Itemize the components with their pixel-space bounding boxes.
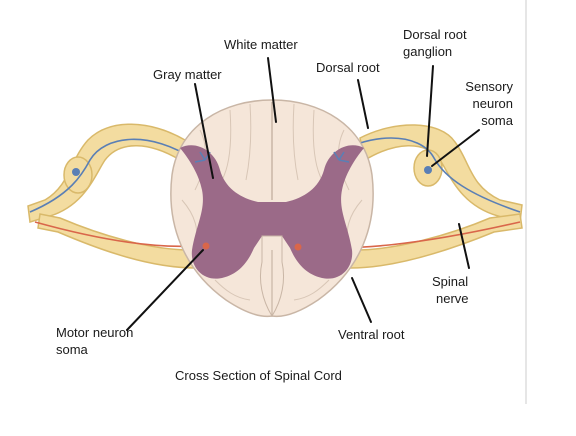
label-dorsal-root: Dorsal root (316, 60, 380, 75)
label-white-matter: White matter (224, 37, 298, 52)
label-sensory-line2: neuron (473, 96, 513, 111)
label-sensory-line1: Sensory (465, 79, 513, 94)
label-sensory-line3: soma (481, 113, 514, 128)
motor-soma-leader (126, 249, 204, 331)
gray-matter (180, 145, 364, 279)
ventral-root-leader (351, 277, 372, 323)
gray-matter-leader (194, 83, 214, 179)
white-matter-leader (267, 57, 277, 123)
label-drg-line2: ganglion (403, 44, 452, 59)
label-motor-line2: soma (56, 342, 89, 357)
label-ventral-root: Ventral root (338, 327, 405, 342)
spinal-cord (170, 99, 374, 318)
label-drg-line1: Dorsal root (403, 27, 467, 42)
label-spinal-line2: nerve (436, 291, 469, 306)
label-spinal-line1: Spinal (432, 274, 468, 289)
sensory-soma-leader (431, 129, 480, 167)
motor-neuron-soma-right (294, 243, 302, 251)
label-gray-matter: Gray matter (153, 67, 222, 82)
motor-neuron-soma-left (202, 242, 210, 250)
label-motor-line1: Motor neuron (56, 325, 133, 340)
right-nerve (299, 124, 523, 269)
ganglion-leader (426, 65, 434, 157)
figure-caption: Cross Section of Spinal Cord (175, 368, 342, 383)
spinal-nerve-leader (458, 223, 470, 269)
dorsal-root-leader (357, 79, 369, 129)
